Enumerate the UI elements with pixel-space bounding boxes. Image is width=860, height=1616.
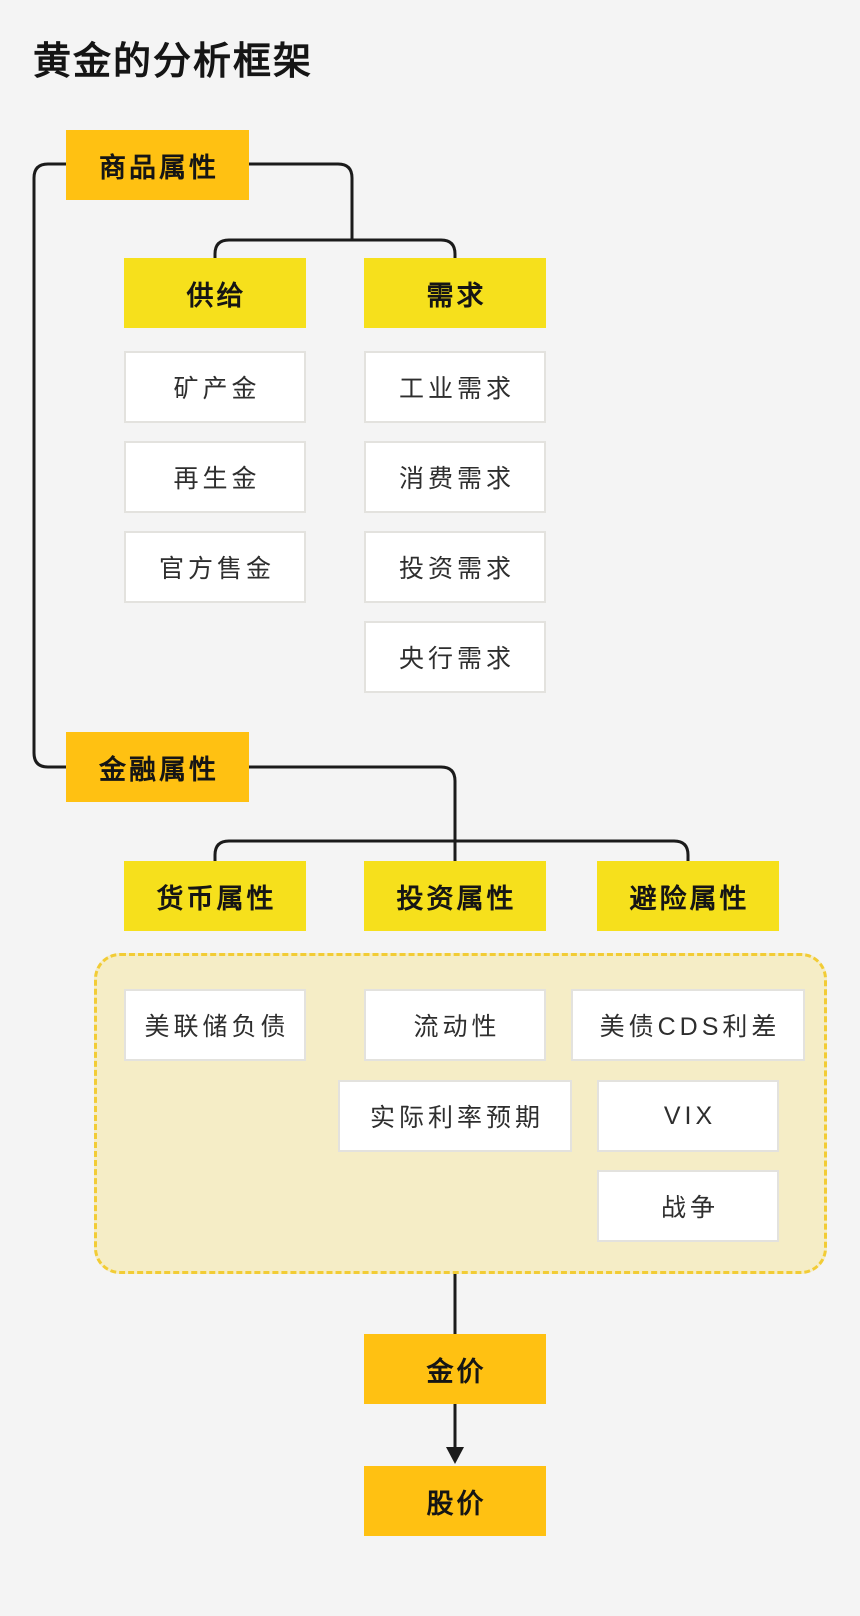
leaf-recycled-gold: 再生金 bbox=[124, 441, 306, 513]
leaf-industrial-demand: 工业需求 bbox=[364, 351, 546, 423]
leaf-liquidity: 流动性 bbox=[364, 989, 546, 1061]
leaf-official-gold-sales: 官方售金 bbox=[124, 531, 306, 603]
leaf-treasury-cds-spread: 美债CDS利差 bbox=[571, 989, 805, 1061]
node-stock-price: 股价 bbox=[364, 1466, 546, 1536]
node-supply: 供给 bbox=[124, 258, 306, 328]
node-commodity-attribute: 商品属性 bbox=[66, 130, 249, 200]
page-title: 黄金的分析框架 bbox=[33, 41, 314, 83]
connector-commodity-to-branch bbox=[249, 162, 354, 240]
node-financial-attribute: 金融属性 bbox=[66, 732, 249, 802]
leaf-central-bank-demand: 央行需求 bbox=[364, 621, 546, 693]
leaf-vix: VIX bbox=[597, 1080, 779, 1152]
connector-commodity-to-financial bbox=[32, 162, 66, 769]
node-hedge-attribute: 避险属性 bbox=[597, 861, 779, 931]
leaf-war: 战争 bbox=[597, 1170, 779, 1242]
node-investment-attribute: 投资属性 bbox=[364, 861, 546, 931]
node-monetary-attribute: 货币属性 bbox=[124, 861, 306, 931]
leaf-mined-gold: 矿产金 bbox=[124, 351, 306, 423]
node-demand: 需求 bbox=[364, 258, 546, 328]
node-gold-price: 金价 bbox=[364, 1334, 546, 1404]
connector-branch-monetary-hedge bbox=[213, 839, 690, 862]
connector-branch-supply-demand bbox=[213, 238, 457, 258]
leaf-investment-demand: 投资需求 bbox=[364, 531, 546, 603]
leaf-consumer-demand: 消费需求 bbox=[364, 441, 546, 513]
connector-financial-to-investment bbox=[249, 765, 457, 862]
arrowhead-gold-to-stock bbox=[446, 1447, 464, 1464]
leaf-real-rate-expectation: 实际利率预期 bbox=[338, 1080, 572, 1152]
leaf-fed-liabilities: 美联储负债 bbox=[124, 989, 306, 1061]
